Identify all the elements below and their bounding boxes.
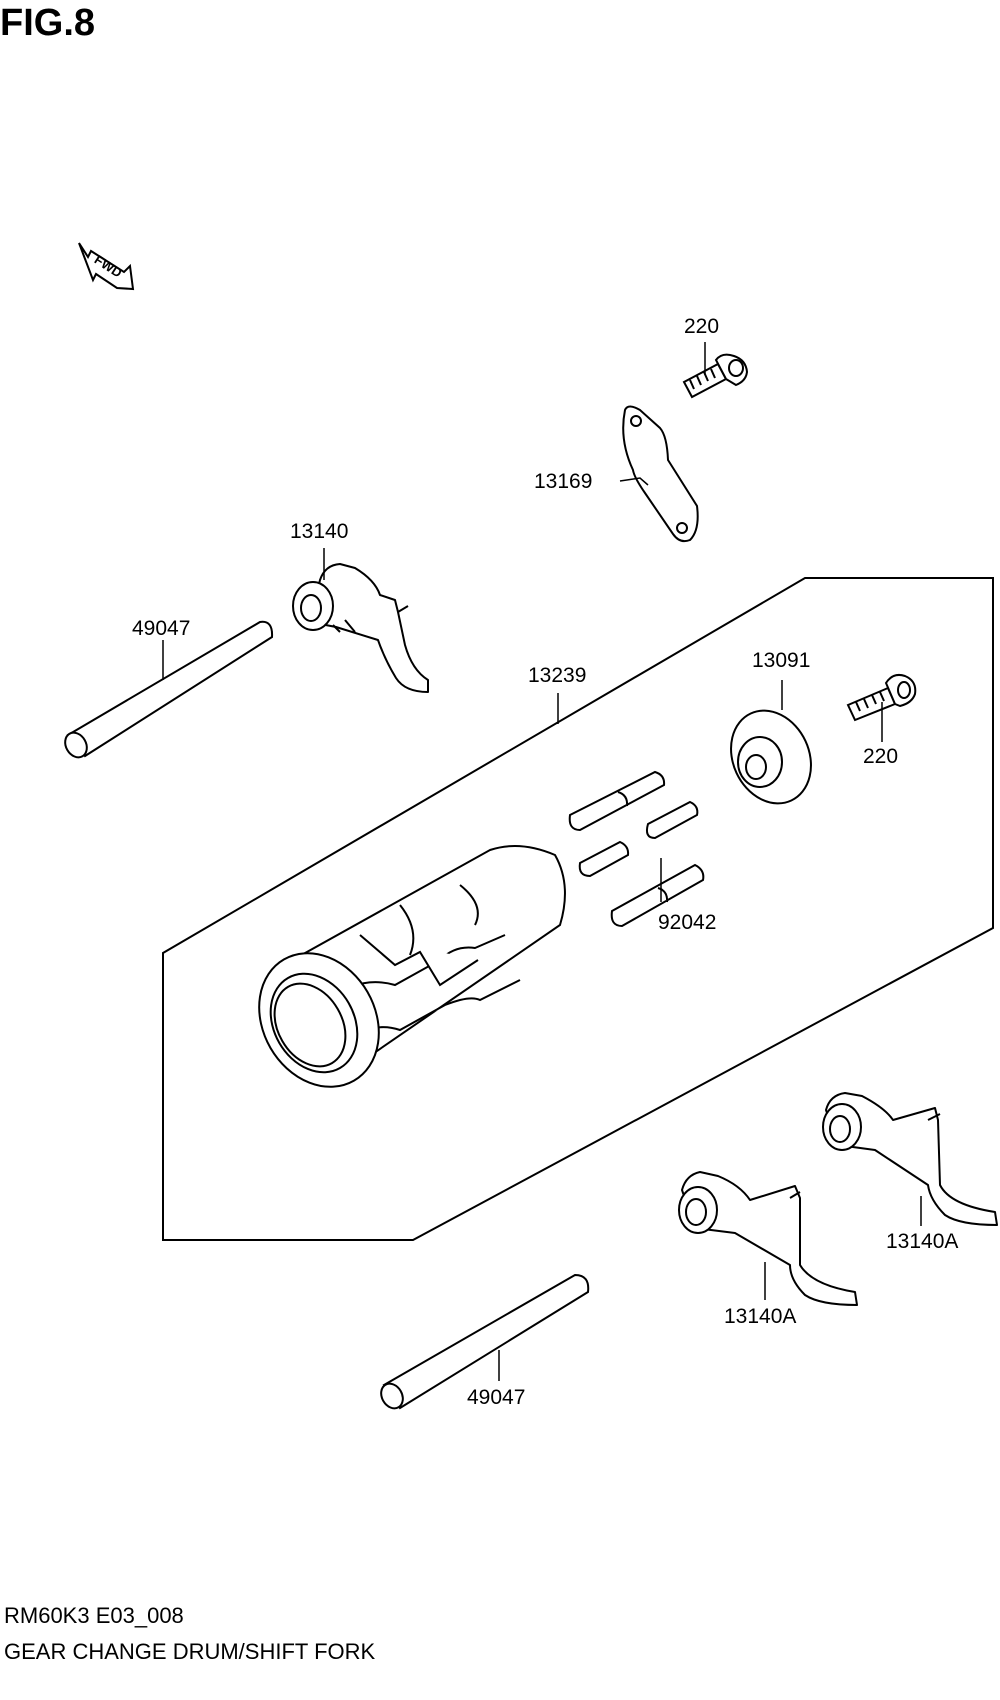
bolt-220-top bbox=[682, 353, 749, 399]
shaft-49047-top bbox=[64, 620, 274, 759]
label-13169: 13169 bbox=[534, 470, 592, 493]
fwd-arrow-icon: FWD bbox=[78, 242, 135, 291]
label-49047-top: 49047 bbox=[132, 617, 190, 640]
label-13140: 13140 bbox=[290, 520, 348, 543]
stopper-plate-13169 bbox=[622, 405, 699, 543]
label-49047-bottom: 49047 bbox=[467, 1386, 525, 1409]
label-13140a-right: 13140A bbox=[886, 1230, 958, 1253]
shift-fork-13140 bbox=[292, 563, 429, 693]
diagram-caption: GEAR CHANGE DRUM/SHIFT FORK bbox=[4, 1639, 376, 1664]
label-13140a-lower: 13140A bbox=[724, 1305, 796, 1328]
assembly-outline bbox=[162, 577, 994, 1241]
pins-92042 bbox=[568, 770, 705, 928]
leader-lines bbox=[162, 342, 922, 1381]
shift-fork-13140a-right bbox=[822, 1092, 998, 1226]
label-220-top: 220 bbox=[684, 315, 719, 338]
gear-change-drum bbox=[258, 845, 566, 1088]
diagram-code: RM60K3 E03_008 bbox=[4, 1603, 184, 1628]
bolt-220-right bbox=[846, 673, 917, 722]
label-220-right: 220 bbox=[863, 745, 898, 768]
label-13091: 13091 bbox=[752, 649, 810, 672]
figure-title: FIG.8 bbox=[0, 2, 96, 44]
label-92042: 92042 bbox=[658, 911, 716, 934]
label-13239: 13239 bbox=[528, 664, 586, 687]
shaft-49047-bottom bbox=[380, 1273, 590, 1410]
cam-plate-13091 bbox=[730, 709, 812, 805]
shift-fork-13140a-lower bbox=[678, 1171, 858, 1306]
